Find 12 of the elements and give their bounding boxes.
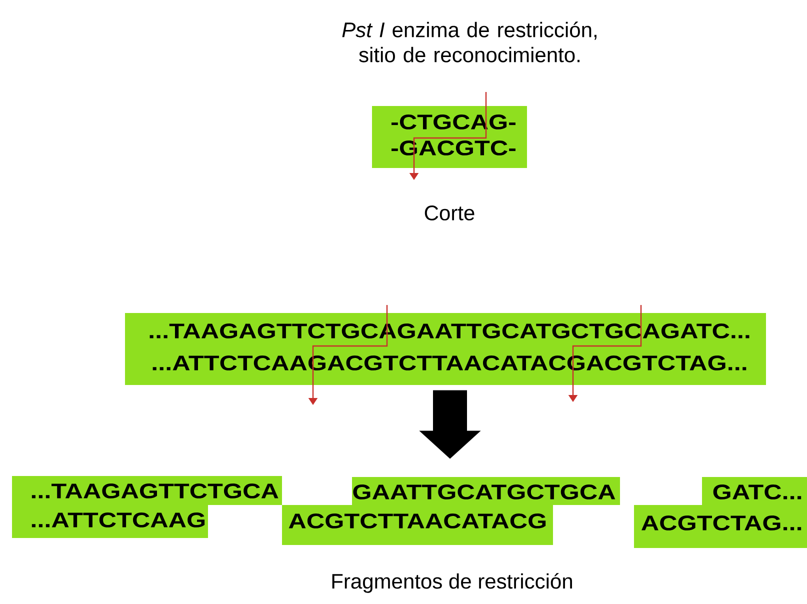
node-label: ...TAAGAGTTCTGCA [32,484,278,498]
node-label: ACGTCTAG... [642,516,802,530]
label: Fragmentos de restricción [332,573,572,593]
dna-fragment: ...TAAGAGTTCTGCA ...ATTCTCAAG [12,476,282,538]
dna-fragment: GATC... ACGTCTAG... [634,477,807,548]
node-label: ...ATTCTCAAG [32,512,205,528]
node-label: Corte [424,206,474,220]
node-label: GAATTGCATGCTGCA [353,484,616,500]
node-label: GATC... [713,484,802,500]
dna-fragment: GAATTGCATGCTGCA ACGTCTTAACATACG [282,477,620,545]
title: Pst I enzima de restricción, sitio de reconocimiento. [342,22,596,62]
node-label: ACGTCTTAACATACG [288,514,546,528]
